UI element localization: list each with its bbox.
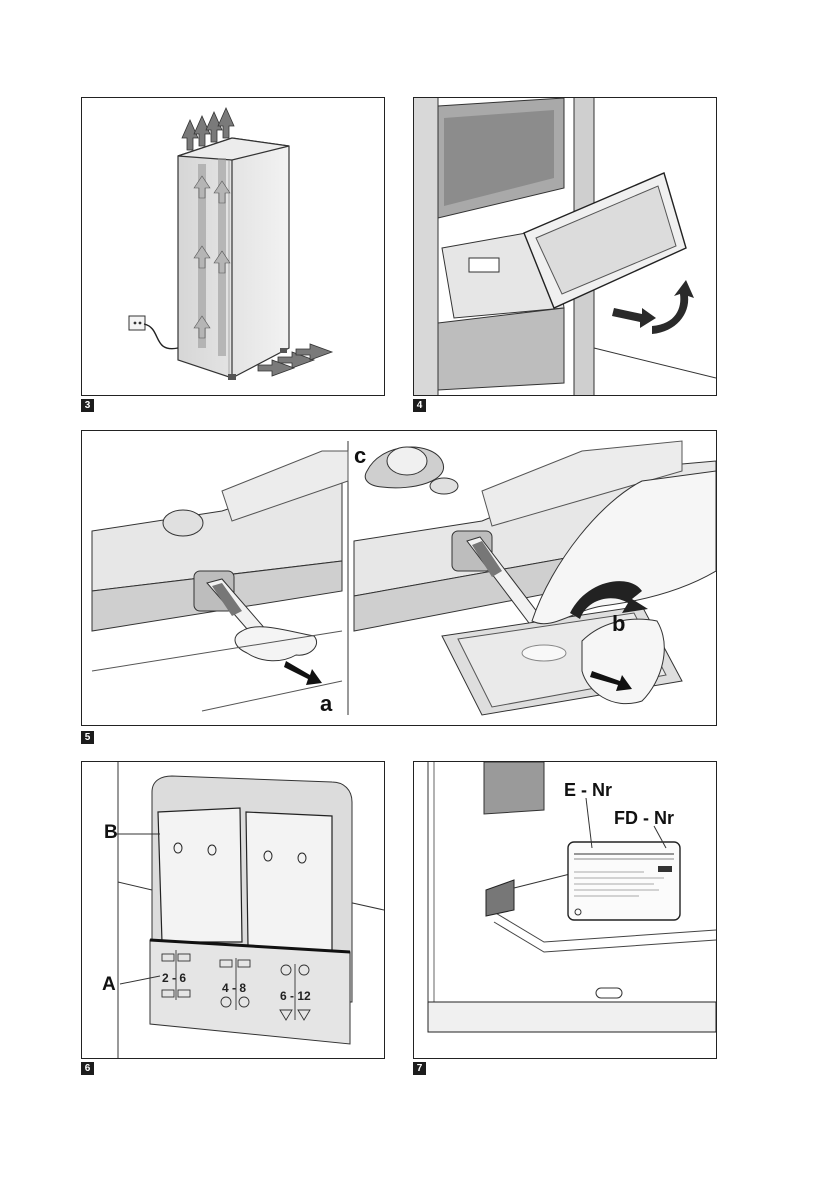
figure-4-panel	[413, 97, 717, 396]
figure-6-number: 6	[81, 1062, 94, 1075]
range-2-6: 2 - 6	[162, 971, 186, 985]
drawer-removal-illustration	[414, 98, 716, 395]
figure-6-panel: 2 - 6 4 - 8 6 - 12 B A	[81, 761, 385, 1059]
freezer-storage-chart-illustration: 2 - 6 4 - 8 6 - 12 B A	[82, 762, 384, 1058]
figure-5-number: 5	[81, 731, 94, 744]
figure-3-number: 3	[81, 399, 94, 412]
fridge-ventilation-illustration	[82, 98, 384, 395]
figure-7-number: 7	[413, 1062, 426, 1075]
figure-7-panel: E - Nr FD - Nr	[413, 761, 717, 1059]
figure-3-panel	[81, 97, 385, 396]
label-a: a	[320, 691, 333, 716]
range-6-12: 6 - 12	[280, 989, 311, 1003]
defrost-drain-illustration: a b c	[82, 431, 716, 725]
label-c: c	[354, 443, 366, 468]
label-fd-nr: FD - Nr	[614, 808, 674, 828]
figure-5-panel: a b c	[81, 430, 717, 726]
figure-4-number: 4	[413, 399, 426, 412]
label-B: B	[104, 822, 118, 843]
label-A: A	[102, 974, 116, 995]
label-e-nr: E - Nr	[564, 780, 612, 800]
rating-plate-illustration: E - Nr FD - Nr	[414, 762, 716, 1058]
range-4-8: 4 - 8	[222, 981, 246, 995]
label-b: b	[612, 611, 625, 636]
